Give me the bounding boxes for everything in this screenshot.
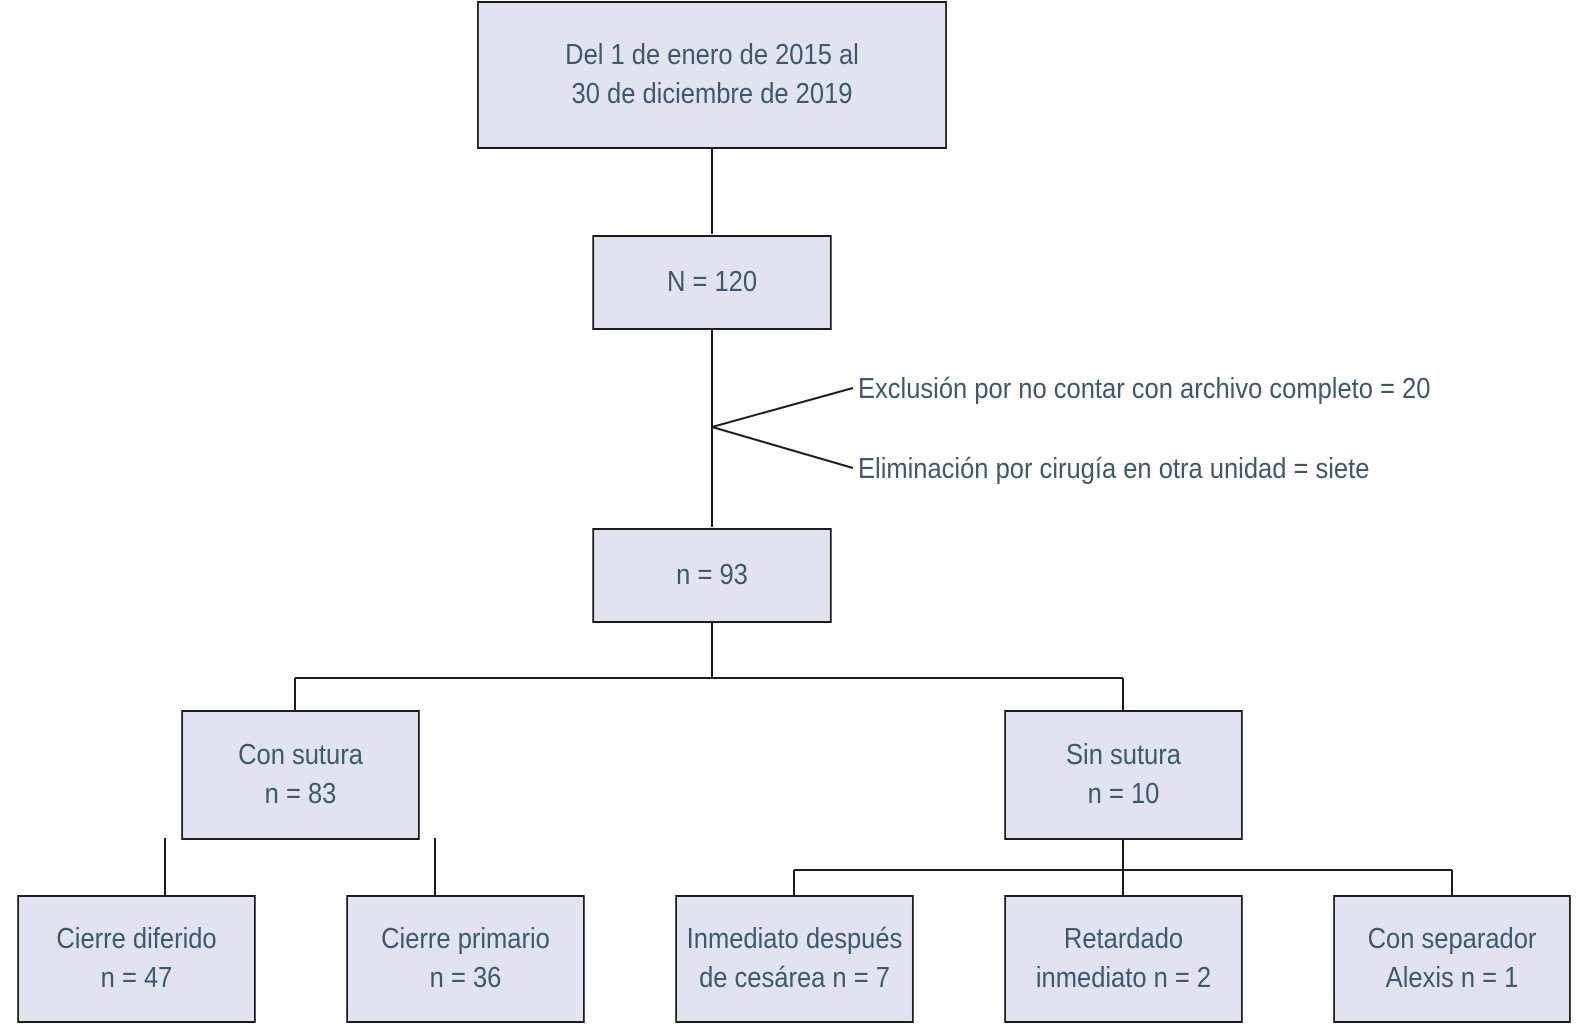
delayed-immediate-box: Retardado inmediato n = 2: [1004, 895, 1243, 1023]
primary-closure-line-2: n = 36: [429, 962, 502, 994]
delayed-immediate-line-2: inmediato n = 2: [1035, 962, 1212, 994]
without-suture-line-2: n = 10: [1087, 778, 1160, 810]
alexis-line-2: Alexis n = 1: [1385, 962, 1519, 994]
delayed-immediate-line-1: Retardado: [1063, 923, 1184, 955]
connector-elimination-branch: [711, 426, 854, 469]
with-suture-box: Con sutura n = 83: [181, 710, 420, 840]
with-suture-line-1: Con sutura: [238, 739, 363, 771]
total-label: N = 120: [666, 266, 758, 298]
immediate-after-cesarean-box: Inmediato después de cesárea n = 7: [675, 895, 914, 1023]
connector-exclusion-branch: [711, 387, 854, 428]
included-label: n = 93: [676, 559, 748, 591]
primary-closure-line-1: Cierre primario: [381, 923, 550, 955]
delayed-closure-box: Cierre diferido n = 47: [17, 895, 256, 1023]
included-box: n = 93: [592, 528, 832, 623]
period-line-1: Del 1 de enero de 2015 al: [565, 39, 859, 71]
exclusion-note: Exclusión por no contar con archivo comp…: [858, 373, 1431, 405]
alexis-line-1: Con separador: [1367, 923, 1537, 955]
delayed-closure-line-2: n = 47: [100, 962, 173, 994]
delayed-closure-line-1: Cierre diferido: [56, 923, 217, 955]
period-box: Del 1 de enero de 2015 al 30 de diciembr…: [477, 1, 947, 149]
total-box: N = 120: [592, 235, 832, 330]
without-suture-line-1: Sin sutura: [1066, 739, 1181, 771]
period-line-2: 30 de diciembre de 2019: [571, 78, 853, 110]
without-suture-box: Sin sutura n = 10: [1004, 710, 1243, 840]
primary-closure-box: Cierre primario n = 36: [346, 895, 585, 1023]
elimination-note: Eliminación por cirugía en otra unidad =…: [858, 453, 1370, 485]
with-suture-line-2: n = 83: [264, 778, 337, 810]
immediate-line-1: Inmediato después: [686, 923, 903, 955]
immediate-line-2: de cesárea n = 7: [699, 962, 890, 994]
alexis-separator-box: Con separador Alexis n = 1: [1333, 895, 1571, 1023]
